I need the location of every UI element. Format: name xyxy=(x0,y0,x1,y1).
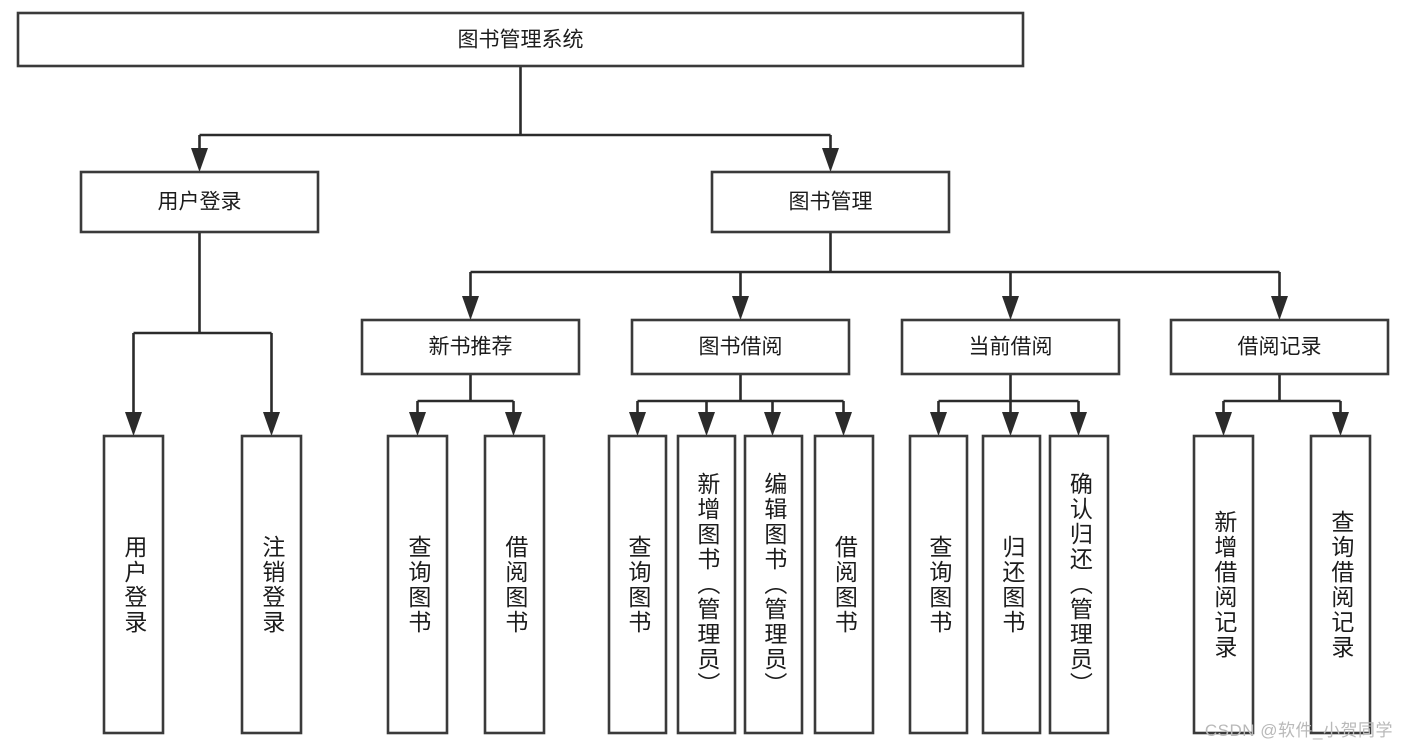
leaf-node-return-book-label-wrap: 归还图书 xyxy=(983,436,1040,733)
node-new-book-recommend-label: 新书推荐 xyxy=(429,336,513,359)
leaf-node-query-book-b-label: 查询图书 xyxy=(624,534,651,635)
leaf-node-borrow-book-a-label: 借阅图书 xyxy=(501,534,528,635)
arrow-head-leaf-9 xyxy=(930,412,947,436)
leaf-node-borrow-book-b-label: 借阅图书 xyxy=(831,534,858,635)
arrow-head-borrow-record xyxy=(1271,296,1288,320)
leaf-node-add-borrow-record[interactable]: 新增借阅记录 xyxy=(1192,434,1255,735)
leaf-node-return-book[interactable]: 归还图书 xyxy=(981,434,1042,735)
leaf-node-user-login-label-wrap: 用户登录 xyxy=(104,436,163,733)
leaf-node-logout-label: 注销登录 xyxy=(258,534,285,635)
node-new-book-recommend[interactable]: 新书推荐 xyxy=(360,318,581,376)
node-root-label: 图书管理系统 xyxy=(458,29,584,52)
arrow-head-leaf-3 xyxy=(409,412,426,436)
arrow-head-leaf-5 xyxy=(629,412,646,436)
arrow-head-new-book-rec xyxy=(462,296,479,320)
leaf-node-query-borrow-record-box[interactable] xyxy=(1309,434,1372,735)
leaf-node-confirm-return[interactable]: 确认归还（管理员） xyxy=(1048,434,1110,735)
leaf-node-query-book-a[interactable]: 查询图书 xyxy=(386,434,449,735)
arrow-head-leaf-8 xyxy=(835,412,852,436)
leaf-node-borrow-book-a-box[interactable] xyxy=(483,434,546,735)
leaf-node-query-book-b[interactable]: 查询图书 xyxy=(607,434,668,735)
leaf-node-query-book-a-label: 查询图书 xyxy=(404,534,431,635)
leaf-node-add-book-label: 新增图书（管理员） xyxy=(693,472,720,697)
node-current-borrow-box[interactable] xyxy=(900,318,1121,376)
node-borrow-record-box[interactable] xyxy=(1169,318,1390,376)
leaf-node-add-borrow-record-label-wrap: 新增借阅记录 xyxy=(1194,436,1253,733)
node-book-borrow[interactable]: 图书借阅 xyxy=(630,318,851,376)
arrow-head-book-mgmt xyxy=(822,148,839,172)
arrow-head-leaf-1 xyxy=(125,412,142,436)
node-current-borrow-label: 当前借阅 xyxy=(969,336,1053,359)
leaf-node-query-book-c-label: 查询图书 xyxy=(925,534,952,635)
leaf-node-query-book-b-label-wrap: 查询图书 xyxy=(609,436,666,733)
leaf-node-query-book-a-box[interactable] xyxy=(386,434,449,735)
leaf-node-borrow-book-b-label-wrap: 借阅图书 xyxy=(815,436,873,733)
leaf-node-user-login[interactable]: 用户登录 xyxy=(102,434,165,735)
leaf-node-query-book-c-label-wrap: 查询图书 xyxy=(910,436,967,733)
leaf-node-query-book-b-box[interactable] xyxy=(607,434,668,735)
leaf-node-edit-book-label-wrap: 编辑图书（管理员） xyxy=(745,436,802,733)
arrow-head-book-borrow xyxy=(732,296,749,320)
leaf-node-edit-book-label: 编辑图书（管理员） xyxy=(760,472,787,697)
leaf-node-logout-label-wrap: 注销登录 xyxy=(242,436,301,733)
node-book-management[interactable]: 图书管理 xyxy=(710,170,951,234)
arrow-head-current-borrow xyxy=(1002,296,1019,320)
leaf-node-query-book-c-box[interactable] xyxy=(908,434,969,735)
leaf-node-logout-box[interactable] xyxy=(240,434,303,735)
node-book-borrow-box[interactable] xyxy=(630,318,851,376)
leaf-node-edit-book-box[interactable] xyxy=(743,434,804,735)
node-user-login[interactable]: 用户登录 xyxy=(79,170,320,234)
arrow-head-leaf-7 xyxy=(764,412,781,436)
leaf-node-borrow-book-a-label-wrap: 借阅图书 xyxy=(485,436,544,733)
leaf-node-query-book-c[interactable]: 查询图书 xyxy=(908,434,969,735)
node-book-management-box[interactable] xyxy=(710,170,951,234)
node-borrow-record[interactable]: 借阅记录 xyxy=(1169,318,1390,376)
node-root[interactable]: 图书管理系统 xyxy=(16,11,1025,68)
arrow-head-leaf-10 xyxy=(1002,412,1019,436)
leaf-node-confirm-return-box[interactable] xyxy=(1048,434,1110,735)
leaf-node-confirm-return-label: 确认归还（管理员） xyxy=(1066,472,1093,697)
node-root-box[interactable] xyxy=(16,11,1025,68)
arrow-head-leaf-6 xyxy=(698,412,715,436)
arrow-head-leaf-4 xyxy=(505,412,522,436)
leaf-node-query-borrow-record[interactable]: 查询借阅记录 xyxy=(1309,434,1372,735)
leaf-node-return-book-box[interactable] xyxy=(981,434,1042,735)
leaf-node-add-book[interactable]: 新增图书（管理员） xyxy=(676,434,737,735)
leaf-node-borrow-book-b-box[interactable] xyxy=(813,434,875,735)
leaf-node-borrow-book-a[interactable]: 借阅图书 xyxy=(483,434,546,735)
leaf-node-confirm-return-label-wrap: 确认归还（管理员） xyxy=(1050,436,1108,733)
leaf-node-add-borrow-record-box[interactable] xyxy=(1192,434,1255,735)
node-new-book-recommend-box[interactable] xyxy=(360,318,581,376)
leaf-node-logout[interactable]: 注销登录 xyxy=(240,434,303,735)
leaf-node-edit-book[interactable]: 编辑图书（管理员） xyxy=(743,434,804,735)
node-user-login-box[interactable] xyxy=(79,170,320,234)
arrow-head-leaf-2 xyxy=(263,412,280,436)
node-current-borrow[interactable]: 当前借阅 xyxy=(900,318,1121,376)
leaf-node-add-book-label-wrap: 新增图书（管理员） xyxy=(678,436,735,733)
node-book-management-label: 图书管理 xyxy=(789,191,873,214)
arrow-head-leaf-13 xyxy=(1332,412,1349,436)
leaf-node-return-book-label: 归还图书 xyxy=(998,534,1025,635)
leaf-node-borrow-book-b[interactable]: 借阅图书 xyxy=(813,434,875,735)
connectors xyxy=(125,66,1349,436)
node-book-borrow-label: 图书借阅 xyxy=(699,336,783,359)
leaf-node-add-borrow-record-label: 新增借阅记录 xyxy=(1210,509,1237,660)
node-user-login-label: 用户登录 xyxy=(158,191,242,214)
leaf-node-query-borrow-record-label: 查询借阅记录 xyxy=(1327,509,1354,660)
leaf-node-query-book-a-label-wrap: 查询图书 xyxy=(388,436,447,733)
leaf-node-user-login-label: 用户登录 xyxy=(120,534,147,635)
arrow-head-user-login xyxy=(191,148,208,172)
leaf-node-user-login-box[interactable] xyxy=(102,434,165,735)
leaf-node-query-borrow-record-label-wrap: 查询借阅记录 xyxy=(1311,436,1370,733)
node-borrow-record-label: 借阅记录 xyxy=(1238,336,1322,359)
arrow-head-leaf-11 xyxy=(1070,412,1087,436)
arrow-head-leaf-12 xyxy=(1215,412,1232,436)
leaf-node-add-book-box[interactable] xyxy=(676,434,737,735)
